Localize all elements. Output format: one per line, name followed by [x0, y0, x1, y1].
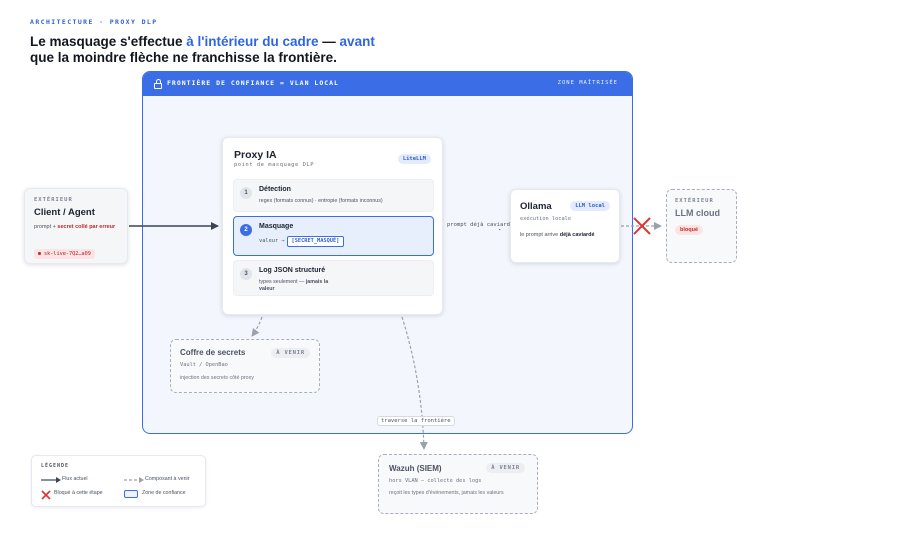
frame-header: FRONTIÈRE DE CONFIANCE = VLAN LOCAL ZONE…: [143, 72, 632, 96]
frame-title: FRONTIÈRE DE CONFIANCE = VLAN LOCAL: [167, 79, 339, 87]
secret-chip: sk-live-7Q2…a09: [34, 249, 95, 259]
frame-zone-label: ZONE MAÎTRISÉE: [557, 80, 618, 86]
step-masking: 2 Masquage valeur →[SECRET_MASQUÉ]: [233, 216, 434, 256]
step-json-log: 3 Log JSON structuré types seulement — j…: [233, 260, 434, 296]
legend-zone-swatch-icon: [124, 490, 138, 498]
proxy-node[interactable]: Proxy IA point de masquage DLP LiteLLM 1…: [222, 137, 443, 315]
edge-proxy-to-vault: [251, 316, 263, 337]
legend-future-dashed-icon: [124, 477, 144, 483]
ollama-name: Ollama: [520, 201, 552, 212]
client-agent-node[interactable]: EXTÉRIEUR Client / Agent prompt + secret…: [24, 188, 128, 264]
masked-value-chip: [SECRET_MASQUÉ]: [286, 236, 345, 247]
legend-blocked-x-icon: [41, 490, 51, 500]
wazuh-badge: À VENIR: [486, 463, 525, 473]
edge-proxy-to-wazuh: [401, 316, 428, 450]
alert-dot-icon: [38, 252, 41, 255]
edge-label-proxy-wazuh: traverse la frontière: [377, 416, 455, 426]
wazuh-desc: reçoit les types d'événements, jamais le…: [389, 490, 504, 496]
legend-flow-label: Flux actuel: [62, 476, 88, 482]
client-desc: prompt + secret collé par erreur: [34, 224, 116, 230]
eyebrow: ARCHITECTURE · PROXY DLP: [30, 18, 158, 26]
blocked-x-icon: [633, 217, 651, 235]
legend-blocked-label: Bloqué à cette étape: [54, 490, 103, 496]
proxy-name: Proxy IA: [234, 149, 277, 161]
step-detection: 1 Détection regex (formats connus) · ent…: [233, 179, 434, 212]
vault-name: Coffre de secrets: [180, 348, 246, 357]
llm-cloud-node[interactable]: EXTÉRIEUR LLM cloud bloqué: [666, 189, 737, 263]
edge-label-proxy-ollama: prompt déjà caviardé: [444, 221, 517, 229]
legend: LÉGENDE Flux actuel Bloqué à cette étape…: [31, 455, 206, 507]
proxy-subtitle: point de masquage DLP: [234, 162, 315, 168]
page-title: Le masquage s'effectue à l'intérieur du …: [30, 34, 375, 65]
wazuh-subtitle: hors VLAN — collecte des logs: [389, 478, 482, 484]
ollama-desc: le prompt arrive déjà caviardé: [520, 232, 595, 238]
cloud-tag: EXTÉRIEUR: [675, 198, 714, 204]
ollama-subtitle: exécution locale: [520, 216, 572, 222]
vault-badge: À VENIR: [271, 348, 310, 358]
lock-icon: [154, 79, 162, 89]
vault-node[interactable]: Coffre de secrets À VENIR Vault / OpenBa…: [170, 339, 320, 393]
ollama-node[interactable]: Ollama LLM local exécution locale le pro…: [510, 189, 620, 263]
proxy-badge: LiteLLM: [397, 154, 431, 164]
wazuh-name: Wazuh (SIEM): [389, 464, 442, 473]
legend-flow-arrow-icon: [41, 477, 61, 483]
vault-subtitle: Vault / OpenBao: [180, 362, 228, 368]
client-tag: EXTÉRIEUR: [34, 197, 73, 203]
client-name: Client / Agent: [34, 207, 95, 218]
legend-zone-label: Zone de confiance: [142, 490, 186, 496]
cloud-name: LLM cloud: [675, 208, 720, 218]
cloud-status-badge: bloqué: [675, 225, 704, 235]
legend-future-label: Composant à venir: [145, 476, 190, 482]
legend-title: LÉGENDE: [41, 463, 70, 469]
wazuh-node[interactable]: Wazuh (SIEM) À VENIR hors VLAN — collect…: [378, 454, 538, 514]
vault-desc: injection des secrets côté proxy: [180, 375, 254, 381]
ollama-badge: LLM local: [570, 201, 610, 211]
